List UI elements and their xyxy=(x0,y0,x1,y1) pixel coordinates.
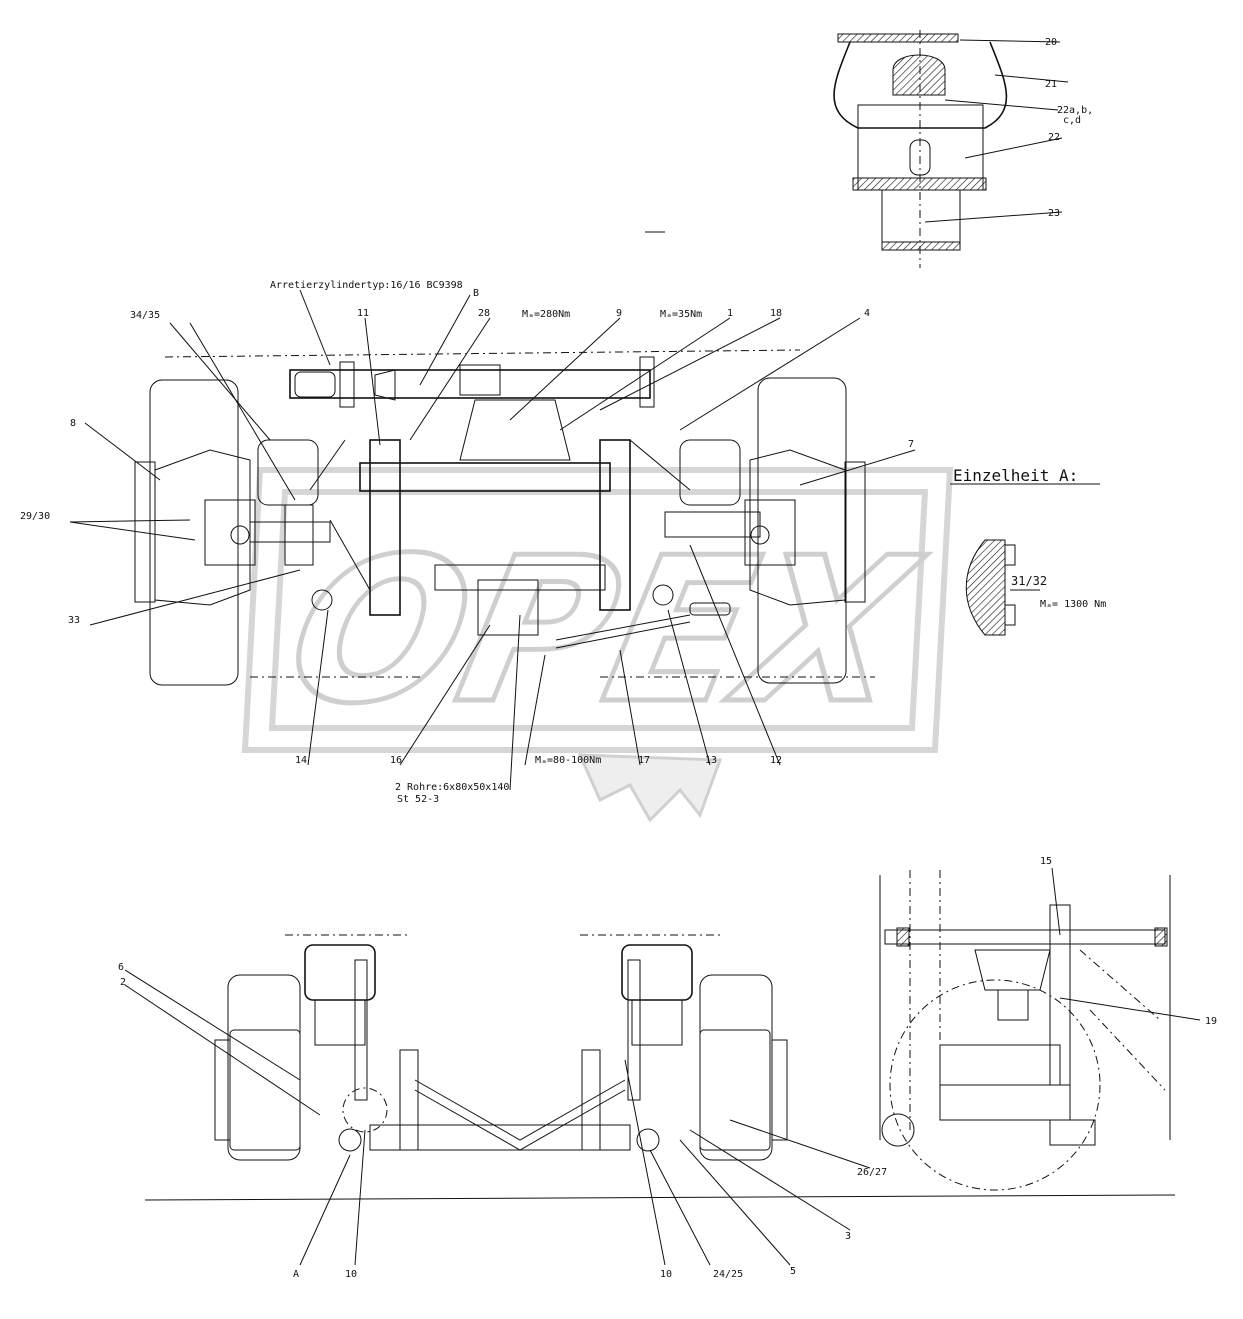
callout-A: A xyxy=(293,1269,299,1280)
callout-6: 6 xyxy=(118,962,124,973)
callout-26-27: 26/27 xyxy=(857,1167,887,1178)
callout-2: 2 xyxy=(120,977,126,988)
callout-1: 1 xyxy=(727,308,733,319)
callout-16: 16 xyxy=(390,755,402,766)
callout-20: 20 xyxy=(1045,37,1057,48)
callout-13: 13 xyxy=(705,755,717,766)
callout-22abcd: 22a,b, xyxy=(1057,105,1093,116)
callout-28: 28 xyxy=(478,308,490,319)
callout-11: 11 xyxy=(357,308,369,319)
axle-top-view xyxy=(69,289,1040,791)
callout-12: 12 xyxy=(770,755,782,766)
callout-9: 9 xyxy=(616,308,622,319)
watermark-logo: OPEX xyxy=(241,467,954,823)
torque-35-note: Mₐ=35Nm xyxy=(660,309,702,320)
callout-19: 19 xyxy=(1205,1016,1217,1027)
torque-80-100-note: Mₐ=80-100Nm xyxy=(535,755,601,766)
callout-8: 8 xyxy=(70,418,76,429)
callout-10-right: 10 xyxy=(660,1269,672,1280)
detail-side-view xyxy=(879,867,1201,1191)
callout-34-35: 34/35 xyxy=(130,310,160,321)
callout-23: 23 xyxy=(1048,208,1060,219)
callout-10-left: 10 xyxy=(345,1269,357,1280)
callout-15: 15 xyxy=(1040,856,1052,867)
detail-a-title: Einzelheit A: xyxy=(953,466,1078,485)
callout-5: 5 xyxy=(790,1266,796,1277)
callout-22: 22 xyxy=(1048,132,1060,143)
callout-7: 7 xyxy=(908,439,914,450)
callout-3: 3 xyxy=(845,1231,851,1242)
callout-4: 4 xyxy=(864,308,870,319)
callout-31-32: 31/32 xyxy=(1011,574,1047,588)
air-spring-section xyxy=(645,30,1069,268)
callout-17: 17 xyxy=(638,755,650,766)
callout-B: B xyxy=(473,288,479,299)
tubes-note: 2 Rohre:6x80x50x140 xyxy=(395,782,509,793)
callout-33: 33 xyxy=(68,615,80,626)
callout-22abcd-2: c,d xyxy=(1063,115,1081,126)
cylinder-type-note: Arretierzylindertyp:16/16 BC9398 xyxy=(270,280,463,291)
callout-18: 18 xyxy=(770,308,782,319)
callout-14: 14 xyxy=(295,755,307,766)
torque-1300-note: Mₐ= 1300 Nm xyxy=(1040,599,1106,610)
callout-21: 21 xyxy=(1045,79,1057,90)
axle-front-view xyxy=(124,934,1176,1266)
torque-280-note: Mₐ=280Nm xyxy=(522,309,570,320)
callout-29-30: 29/30 xyxy=(20,511,50,522)
tubes-material-note: St 52-3 xyxy=(397,794,439,805)
callout-24-25: 24/25 xyxy=(713,1269,743,1280)
